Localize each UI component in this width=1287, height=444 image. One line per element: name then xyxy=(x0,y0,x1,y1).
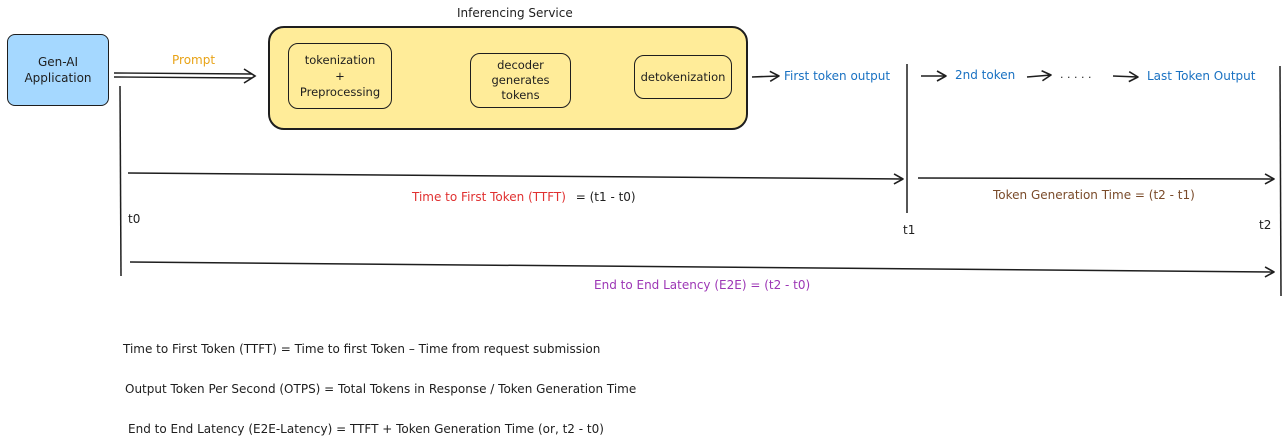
definition-e2e: End to End Latency (E2E-Latency) = TTFT … xyxy=(128,422,604,436)
t2-marker-line xyxy=(1279,65,1282,297)
ttft-span-label: Time to First Token (TTFT) = (t1 - t0) xyxy=(412,190,636,204)
prompt-label: Prompt xyxy=(172,53,216,67)
decoder-line3: tokens xyxy=(501,88,540,102)
last-token-output-label: Last Token Output xyxy=(1147,69,1256,83)
t1-label: t1 xyxy=(903,223,916,237)
detokenization-step-box: detokenization xyxy=(634,55,732,99)
e2e-span-label: End to End Latency (E2E) = (t2 - t0) xyxy=(594,278,811,292)
ttft-span-arrow xyxy=(127,172,904,185)
to-first-token-arrow xyxy=(751,70,780,83)
first-token-output-label: First token output xyxy=(784,69,891,83)
app-label-line1: Gen-AI xyxy=(37,55,79,69)
ellipsis-label: . . . . . xyxy=(1060,68,1092,81)
second-token-label: 2nd token xyxy=(955,68,1016,82)
to-last-token-arrow xyxy=(1112,70,1139,83)
tokenization-line1: tokenization xyxy=(304,53,376,67)
tokenization-step-box: tokenization + Preprocessing xyxy=(288,43,392,109)
decoder-line1: decoder xyxy=(497,58,544,72)
detokenization-label: detokenization xyxy=(640,70,726,84)
app-label-line2: Application xyxy=(24,71,92,85)
tokenization-line2: + xyxy=(335,69,345,83)
token-gen-span-arrow xyxy=(917,173,1275,185)
t0-marker-line xyxy=(119,85,122,277)
e2e-span-arrow xyxy=(129,261,1275,278)
ttft-span-text: Time to First Token (TTFT) xyxy=(412,190,566,204)
to-dots-arrow xyxy=(1026,70,1052,82)
service-title: Inferencing Service xyxy=(457,6,573,20)
token-generation-span-label: Token Generation Time = (t2 - t1) xyxy=(993,188,1195,202)
gen-ai-application-box: Gen-AI Application xyxy=(7,34,109,106)
inferencing-service-box xyxy=(268,26,748,130)
prompt-arrow xyxy=(113,68,257,84)
definition-otps: Output Token Per Second (OTPS) = Total T… xyxy=(125,382,637,396)
t0-label: t0 xyxy=(128,212,141,226)
decoder-step-box: decoder generates tokens xyxy=(470,53,571,108)
definition-ttft: Time to First Token (TTFT) = Time to fir… xyxy=(123,342,601,356)
decoder-line2: generates xyxy=(491,73,550,87)
tokenization-line3: Preprocessing xyxy=(299,85,381,99)
t2-label: t2 xyxy=(1259,218,1272,232)
ttft-span-formula: = (t1 - t0) xyxy=(575,190,636,204)
